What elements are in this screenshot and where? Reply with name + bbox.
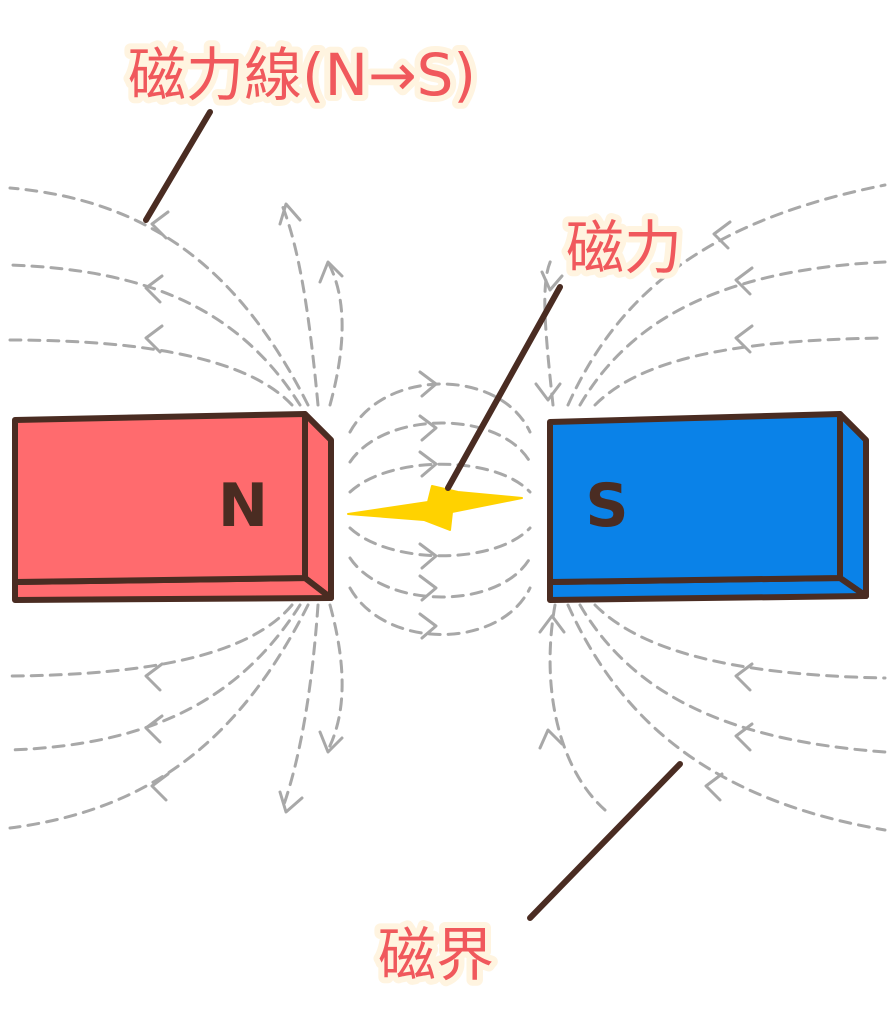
field-line [348,382,532,434]
field-line [348,556,532,599]
arrow-left-icon [144,662,164,692]
arrow-right-icon [418,414,438,442]
field-line [8,263,302,407]
north-pole-label: N [218,471,268,541]
field-line [8,338,294,407]
leader-force [445,284,563,491]
field-line [8,603,294,678]
field-line [348,421,532,464]
arrow-left-icon [734,324,754,354]
arrow-down-icon [534,382,562,402]
arrow-down-icon [278,790,304,814]
arrow-left-icon [734,266,754,296]
arrow-left-icon [734,722,754,752]
field-line [326,260,344,407]
north-field-lines [8,186,344,830]
field-line [280,203,320,407]
arrow-right-icon [418,612,438,640]
field-line [348,586,532,636]
field-line [548,603,607,812]
field-line [348,462,532,494]
field-line [566,603,887,832]
field-line [8,603,302,752]
arrow-right-icon [418,542,438,570]
field-line [8,186,310,407]
arrow-down-icon [318,730,344,754]
south-magnet: S [547,411,869,603]
arrow-up-icon [538,728,564,750]
field-line [280,603,320,812]
field-line [593,603,887,680]
lightning-bolt-icon [347,485,523,531]
arrow-left-icon [150,210,170,240]
south-magnet-face [547,411,843,585]
arrow-right-icon [418,450,438,478]
field-line [578,603,887,754]
arrow-up-icon [318,260,344,284]
leader-field [527,761,683,921]
label-field-lines: 磁力線(N→S) [128,41,476,109]
arrow-up-icon [538,614,566,634]
north-magnet-side [302,411,334,601]
field-line [8,603,310,830]
arrow-left-icon [704,772,724,802]
field-line [348,526,532,558]
south-magnet-side [837,411,869,599]
field-line [578,260,887,407]
arrow-down-icon [540,270,564,292]
arrow-left-icon [734,662,754,692]
leader-field-lines [143,109,213,223]
field-line [326,603,344,752]
arrow-left-icon [150,772,170,802]
north-magnet-face [12,411,308,585]
label-force: 磁力 [566,214,682,282]
field-arrows [144,202,754,814]
field-line [593,336,887,407]
north-magnet: N [12,411,334,603]
south-pole-label: S [585,471,628,541]
south-field-lines [543,183,887,832]
arrow-right-icon [418,370,438,398]
field-line [566,183,887,407]
arrow-left-icon [144,324,164,354]
label-field: 磁界 [378,921,494,989]
arrow-left-icon [144,274,164,304]
arrow-left-icon [712,220,732,250]
arrow-left-icon [144,714,164,744]
arrow-right-icon [418,574,438,602]
arrow-up-icon [278,202,302,226]
gap-field-lines [348,382,532,636]
